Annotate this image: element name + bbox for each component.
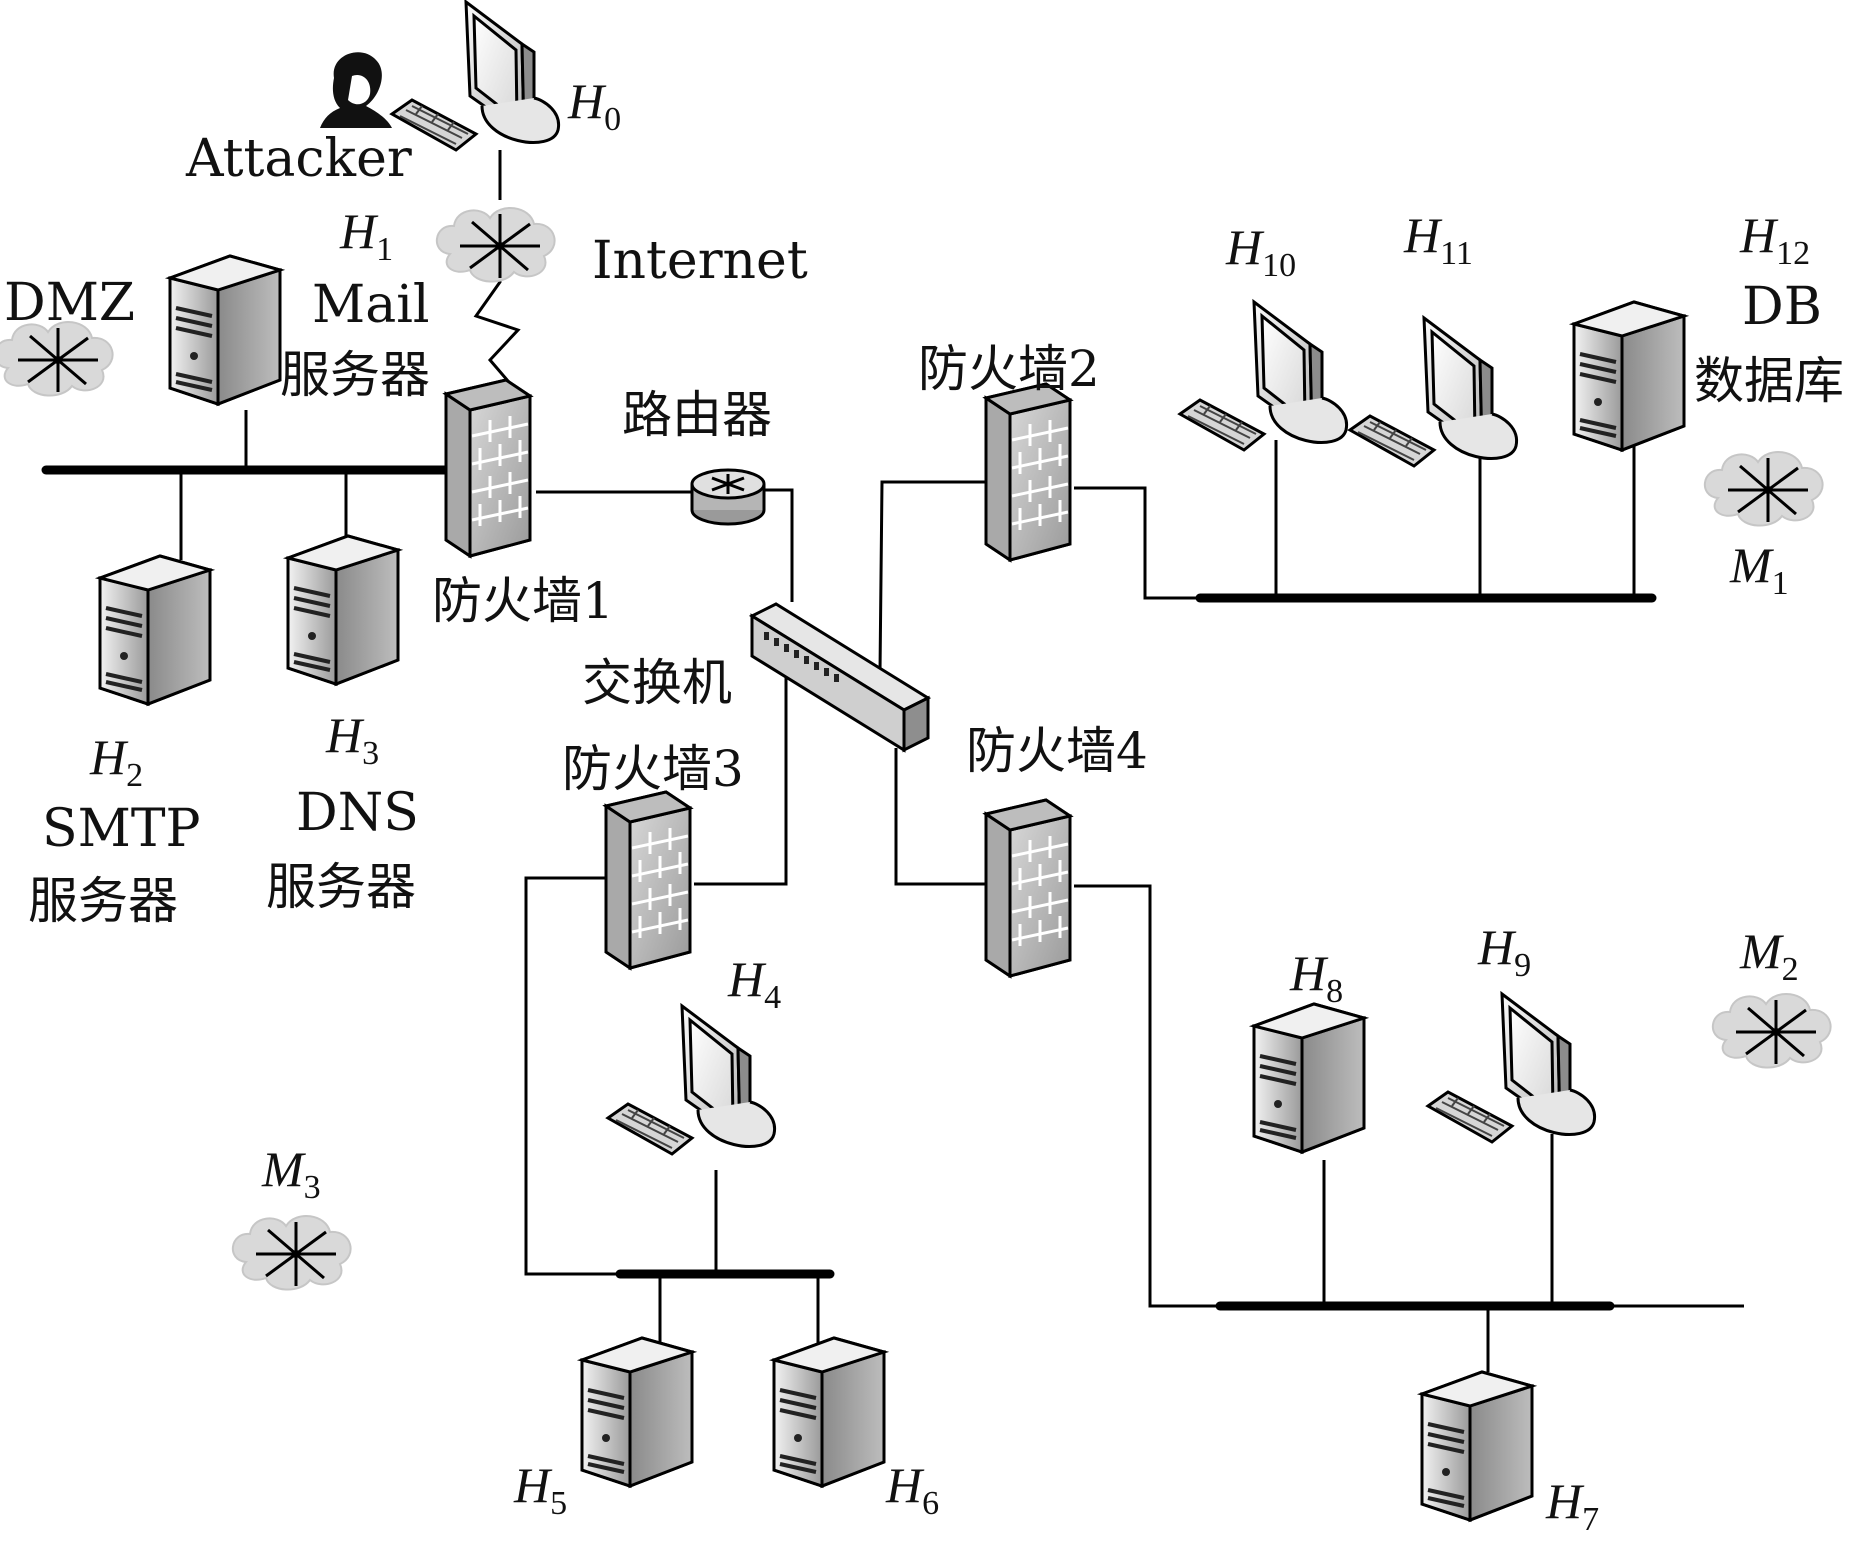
dmz-cloud-icon xyxy=(0,320,115,398)
switch-icon xyxy=(748,602,932,753)
wire-switch-fw4 xyxy=(894,748,992,886)
h12-db-server-icon xyxy=(1572,300,1686,452)
m3-label: M3 xyxy=(261,1141,321,1206)
attacker-icon xyxy=(320,52,392,128)
h4-workstation-icon xyxy=(606,1004,777,1156)
firewall-2-icon xyxy=(984,382,1072,562)
m1-label: M1 xyxy=(1729,537,1789,602)
h3-role-label: DNS xyxy=(296,783,419,843)
connection-lines xyxy=(41,150,1744,1372)
h1-role-label: Mail xyxy=(312,275,430,335)
h1-label: H1 xyxy=(339,203,393,268)
wire-router-switch xyxy=(756,488,794,602)
h10-label: H10 xyxy=(1225,219,1296,284)
firewall-4-icon xyxy=(984,798,1072,978)
wire-fw2-bus xyxy=(1074,486,1200,600)
h6-label: H6 xyxy=(885,1457,939,1522)
h0-label: H0 xyxy=(567,73,621,138)
h9-workstation-icon xyxy=(1426,992,1597,1144)
h8-label: H8 xyxy=(1289,945,1343,1010)
router-icon xyxy=(690,468,766,526)
h7-label: H7 xyxy=(1545,1473,1599,1538)
h3-type-label: 服务器 xyxy=(266,858,416,916)
h2-label: H2 xyxy=(89,729,143,794)
internet-cloud-icon xyxy=(435,206,557,284)
h10-workstation-icon xyxy=(1178,300,1349,452)
m1-cloud-icon xyxy=(1703,450,1825,528)
h3-label: H3 xyxy=(325,707,379,772)
h12-label: H12 xyxy=(1739,207,1810,272)
h7-server-icon xyxy=(1420,1370,1534,1522)
h2-role-label: SMTP xyxy=(42,799,201,859)
labels: Attacker H0 Internet DMZ H1 Mail 服务器 路由器… xyxy=(4,73,1844,1538)
h4-label: H4 xyxy=(727,951,781,1016)
h3-dns-server-icon xyxy=(286,534,400,686)
h11-label: H11 xyxy=(1403,207,1473,272)
h11-workstation-icon xyxy=(1348,316,1519,468)
firewall-3-icon xyxy=(604,790,692,970)
switch-label: 交换机 xyxy=(582,654,732,712)
h2-type-label: 服务器 xyxy=(28,872,178,930)
wire-switch-fw3 xyxy=(694,660,788,886)
h9-label: H9 xyxy=(1477,919,1531,984)
h2-smtp-server-icon xyxy=(98,554,212,706)
firewall-4-label: 防火墙4 xyxy=(966,722,1148,780)
m3-cloud-icon xyxy=(231,1214,353,1292)
router-label: 路由器 xyxy=(622,386,772,444)
h5-server-icon xyxy=(580,1336,694,1488)
firewall-1-label: 防火墙1 xyxy=(432,572,614,630)
firewall-1-icon xyxy=(444,378,532,558)
dmz-label: DMZ xyxy=(4,273,135,333)
attacker-label: Attacker xyxy=(185,129,412,189)
h5-label: H5 xyxy=(513,1457,567,1522)
m2-cloud-icon xyxy=(1711,992,1833,1070)
m2-label: M2 xyxy=(1739,923,1799,988)
internet-label: Internet xyxy=(592,231,808,291)
h1-type-label: 服务器 xyxy=(280,346,430,404)
h1-mail-server-icon xyxy=(168,254,282,406)
h0-workstation-icon xyxy=(390,0,561,152)
h8-server-icon xyxy=(1252,1002,1366,1154)
firewall-3-label: 防火墙3 xyxy=(562,740,744,798)
h12-type-label: 数据库 xyxy=(1694,352,1844,410)
wire-fw4-bus xyxy=(1074,884,1220,1308)
wire-switch-fw2 xyxy=(878,480,992,673)
wire-fw3-bus xyxy=(524,876,620,1276)
firewall-2-label: 防火墙2 xyxy=(918,340,1100,398)
h12-role-label: DB xyxy=(1742,277,1822,337)
h6-server-icon xyxy=(772,1336,886,1488)
